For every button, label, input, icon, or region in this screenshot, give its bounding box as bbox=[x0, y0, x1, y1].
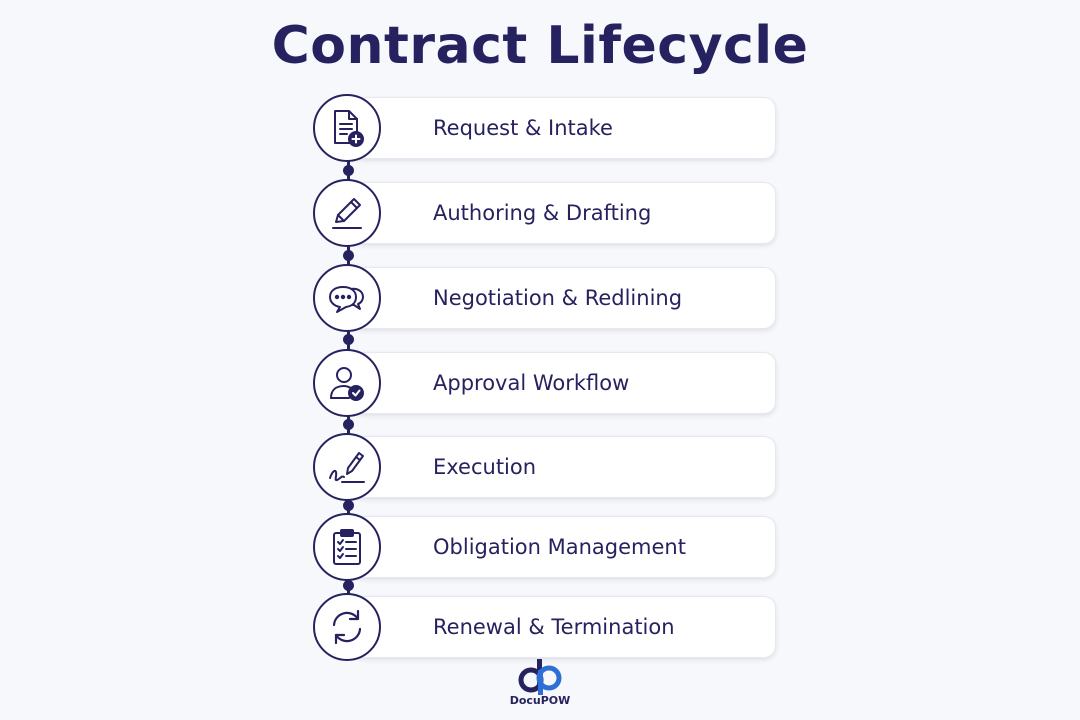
step-card-execution: Execution bbox=[352, 436, 776, 498]
connector-dot bbox=[343, 419, 354, 430]
dp-logo-mark-icon bbox=[518, 659, 562, 695]
clipboard-checklist-icon bbox=[313, 513, 381, 581]
chat-bubbles-icon bbox=[313, 264, 381, 332]
step-label: Execution bbox=[433, 455, 537, 479]
step-label: Request & Intake bbox=[433, 116, 613, 140]
step-card-obligation-management: Obligation Management bbox=[352, 516, 776, 578]
step-label: Negotiation & Redlining bbox=[433, 286, 683, 310]
step-card-negotiation-redlining: Negotiation & Redlining bbox=[352, 267, 776, 329]
step-label: Authoring & Drafting bbox=[433, 201, 652, 225]
logo-text: DocuPOW bbox=[509, 694, 571, 707]
connector-dot bbox=[343, 580, 354, 591]
connector-dot bbox=[343, 334, 354, 345]
page-title: Contract Lifecycle bbox=[271, 16, 809, 76]
connector-dot bbox=[343, 250, 354, 261]
connector-dot bbox=[343, 165, 354, 176]
pencil-icon bbox=[313, 179, 381, 247]
pen-signature-icon bbox=[313, 433, 381, 501]
step-card-authoring-drafting: Authoring & Drafting bbox=[352, 182, 776, 244]
user-check-icon bbox=[313, 349, 381, 417]
step-label: Obligation Management bbox=[433, 535, 686, 559]
refresh-cycle-icon bbox=[313, 593, 381, 661]
step-label: Approval Workflow bbox=[433, 371, 630, 395]
docupow-logo: DocuPOW bbox=[490, 656, 590, 707]
step-card-renewal-termination: Renewal & Termination bbox=[352, 596, 776, 658]
step-card-request-intake: Request & Intake bbox=[352, 97, 776, 159]
document-add-icon bbox=[313, 94, 381, 162]
step-label: Renewal & Termination bbox=[433, 615, 675, 639]
connector-dot bbox=[343, 500, 354, 511]
step-card-approval-workflow: Approval Workflow bbox=[352, 352, 776, 414]
